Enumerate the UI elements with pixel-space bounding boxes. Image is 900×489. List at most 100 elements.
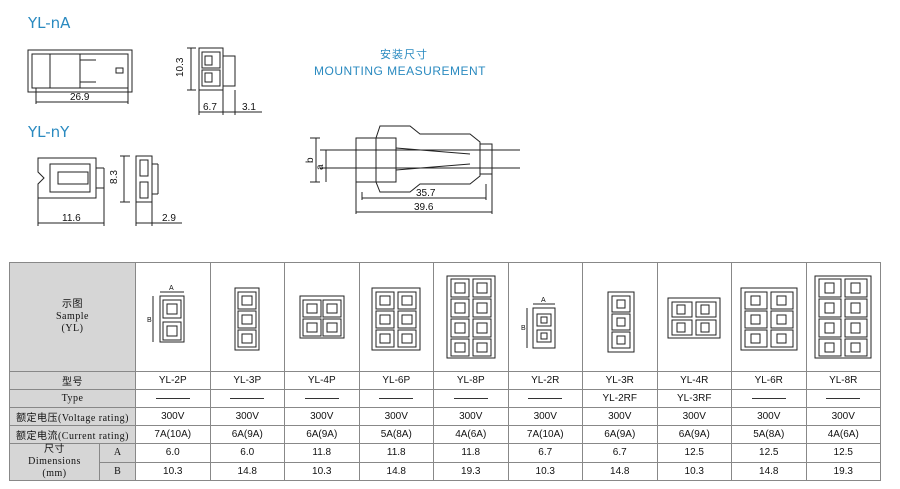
sample-header-en: Sample xyxy=(56,311,89,322)
voltage-cell: 300V xyxy=(656,407,732,426)
model-cell: YL-4R xyxy=(656,371,732,390)
type-cell xyxy=(358,389,434,408)
dimension-a-cell: 12.5 xyxy=(805,443,881,463)
sample-header-cn: 示图 xyxy=(62,299,83,310)
sample-cell-6r xyxy=(731,262,807,372)
voltage-cell: 300V xyxy=(433,407,509,426)
yl-na-offset-label: 3.1 xyxy=(242,102,256,113)
yl-ny-side-drawing xyxy=(37,157,105,226)
model-row: 型号 YL-2P YL-3P YL-4P YL-6P YL-8P YL-2R Y… xyxy=(9,371,881,390)
plug-4p-icon xyxy=(299,295,345,338)
dimension-b-cell: 19.3 xyxy=(805,461,881,481)
type-cell xyxy=(209,389,285,408)
yl-na-width-label: 6.7 xyxy=(203,102,217,113)
model-cell: YL-8P xyxy=(433,371,509,390)
sample-b-label: B xyxy=(147,317,152,324)
model-cell: YL-8R xyxy=(805,371,881,390)
receptacle-6r-icon xyxy=(740,287,798,350)
current-cell: 6A(9A) xyxy=(209,425,285,444)
dimension-a-cell: 12.5 xyxy=(656,443,732,463)
current-cell: 4A(6A) xyxy=(805,425,881,444)
sample-cell-2r: A B xyxy=(507,262,583,372)
yl-na-height-label: 10.3 xyxy=(175,57,186,77)
mounting-inner-label: 35.7 xyxy=(416,188,436,199)
technical-drawings: 26.9 10.3 6.7 3.1 11.6 8.3 2.9 b a 35.7 … xyxy=(27,47,520,226)
dimension-b-cell: 10.3 xyxy=(507,461,583,481)
model-cell: YL-4P xyxy=(284,371,360,390)
type-cell: YL-2RF xyxy=(582,389,658,408)
plug-2p-icon: A B xyxy=(147,285,185,342)
current-cell: 5A(8A) xyxy=(358,425,434,444)
voltage-cell: 300V xyxy=(135,407,211,426)
current-cell: 5A(8A) xyxy=(731,425,807,444)
model-cell: YL-6P xyxy=(358,371,434,390)
empty-dash xyxy=(379,397,414,399)
plug-8p-icon xyxy=(446,275,496,358)
type-cell xyxy=(433,389,509,408)
yl-na-length-label: 26.9 xyxy=(70,92,90,103)
empty-dash xyxy=(528,397,563,399)
model-cell: YL-6R xyxy=(731,371,807,390)
current-cell: 7A(10A) xyxy=(507,425,583,444)
voltage-cell: 300V xyxy=(805,407,881,426)
receptacle-2r-icon: A B xyxy=(521,297,556,348)
plug-6p-icon xyxy=(371,287,421,350)
sample-cell-6p xyxy=(358,262,434,372)
voltage-cell: 300V xyxy=(731,407,807,426)
type-cell xyxy=(805,389,881,408)
sample-cell-4p xyxy=(284,262,360,372)
yl-ny-title: YL-nY xyxy=(28,123,70,141)
model-cell: YL-2R xyxy=(507,371,583,390)
sample-header-yl: (YL) xyxy=(61,323,84,334)
sample-cell-8r xyxy=(805,262,881,372)
voltage-cell: 300V xyxy=(507,407,583,426)
empty-dash xyxy=(826,397,861,399)
sample-cell-3r xyxy=(582,262,658,372)
model-cell: YL-3P xyxy=(209,371,285,390)
sample-row: 示图 Sample (YL) A B xyxy=(9,262,881,372)
type-cell xyxy=(731,389,807,408)
voltage-cell: 300V xyxy=(284,407,360,426)
voltage-cell: 300V xyxy=(209,407,285,426)
dimensions-header-cn: 尺寸 xyxy=(44,444,65,455)
type-cell xyxy=(507,389,583,408)
mounting-a-label: a xyxy=(315,164,326,170)
model-header: 型号 xyxy=(9,371,136,390)
dimension-b-header: B xyxy=(99,461,136,481)
dimension-b-cell: 10.3 xyxy=(656,461,732,481)
yl-ny-length-label: 11.6 xyxy=(62,213,81,224)
type-row: Type YL-2RF YL-3RF xyxy=(9,389,881,408)
current-cell: 6A(9A) xyxy=(656,425,732,444)
voltage-row: 额定电压(Voltage rating) 300V 300V 300V 300V… xyxy=(9,407,881,426)
current-cell: 6A(9A) xyxy=(284,425,360,444)
empty-dash xyxy=(230,397,265,399)
type-cell xyxy=(284,389,360,408)
dimension-b-cell: 14.8 xyxy=(731,461,807,481)
sample-b-label-2: B xyxy=(521,325,526,332)
receptacle-4r-icon xyxy=(667,297,721,338)
mounting-b-label: b xyxy=(305,157,316,163)
mounting-title-cn: 安装尺寸 xyxy=(380,49,428,61)
current-cell: 7A(10A) xyxy=(135,425,211,444)
current-cell: 6A(9A) xyxy=(582,425,658,444)
dimension-b-cell: 14.8 xyxy=(358,461,434,481)
empty-dash xyxy=(453,397,488,399)
mounting-title-en: MOUNTING MEASUREMENT xyxy=(314,64,486,78)
yl-ny-offset-label: 2.9 xyxy=(162,213,176,224)
dimension-a-cell: 6.0 xyxy=(135,443,211,463)
empty-dash xyxy=(751,397,786,399)
mounting-drawing xyxy=(310,125,520,214)
yl-na-end-drawing xyxy=(187,47,262,115)
dimensions-header-unit: (mm) xyxy=(42,468,67,479)
sample-a-label: A xyxy=(169,285,174,292)
dimension-a-cell: 11.8 xyxy=(284,443,360,463)
sample-cell-4r xyxy=(656,262,732,372)
current-header: 额定电流(Current rating) xyxy=(9,425,136,444)
dimension-a-cell: 6.7 xyxy=(507,443,583,463)
dimension-a-cell: 6.0 xyxy=(209,443,285,463)
dimension-a-cell: 12.5 xyxy=(731,443,807,463)
mounting-outer-label: 39.6 xyxy=(414,202,434,213)
plug-3p-icon xyxy=(234,287,260,350)
dimension-a-cell: 11.8 xyxy=(433,443,509,463)
sample-cell-3p xyxy=(209,262,285,372)
